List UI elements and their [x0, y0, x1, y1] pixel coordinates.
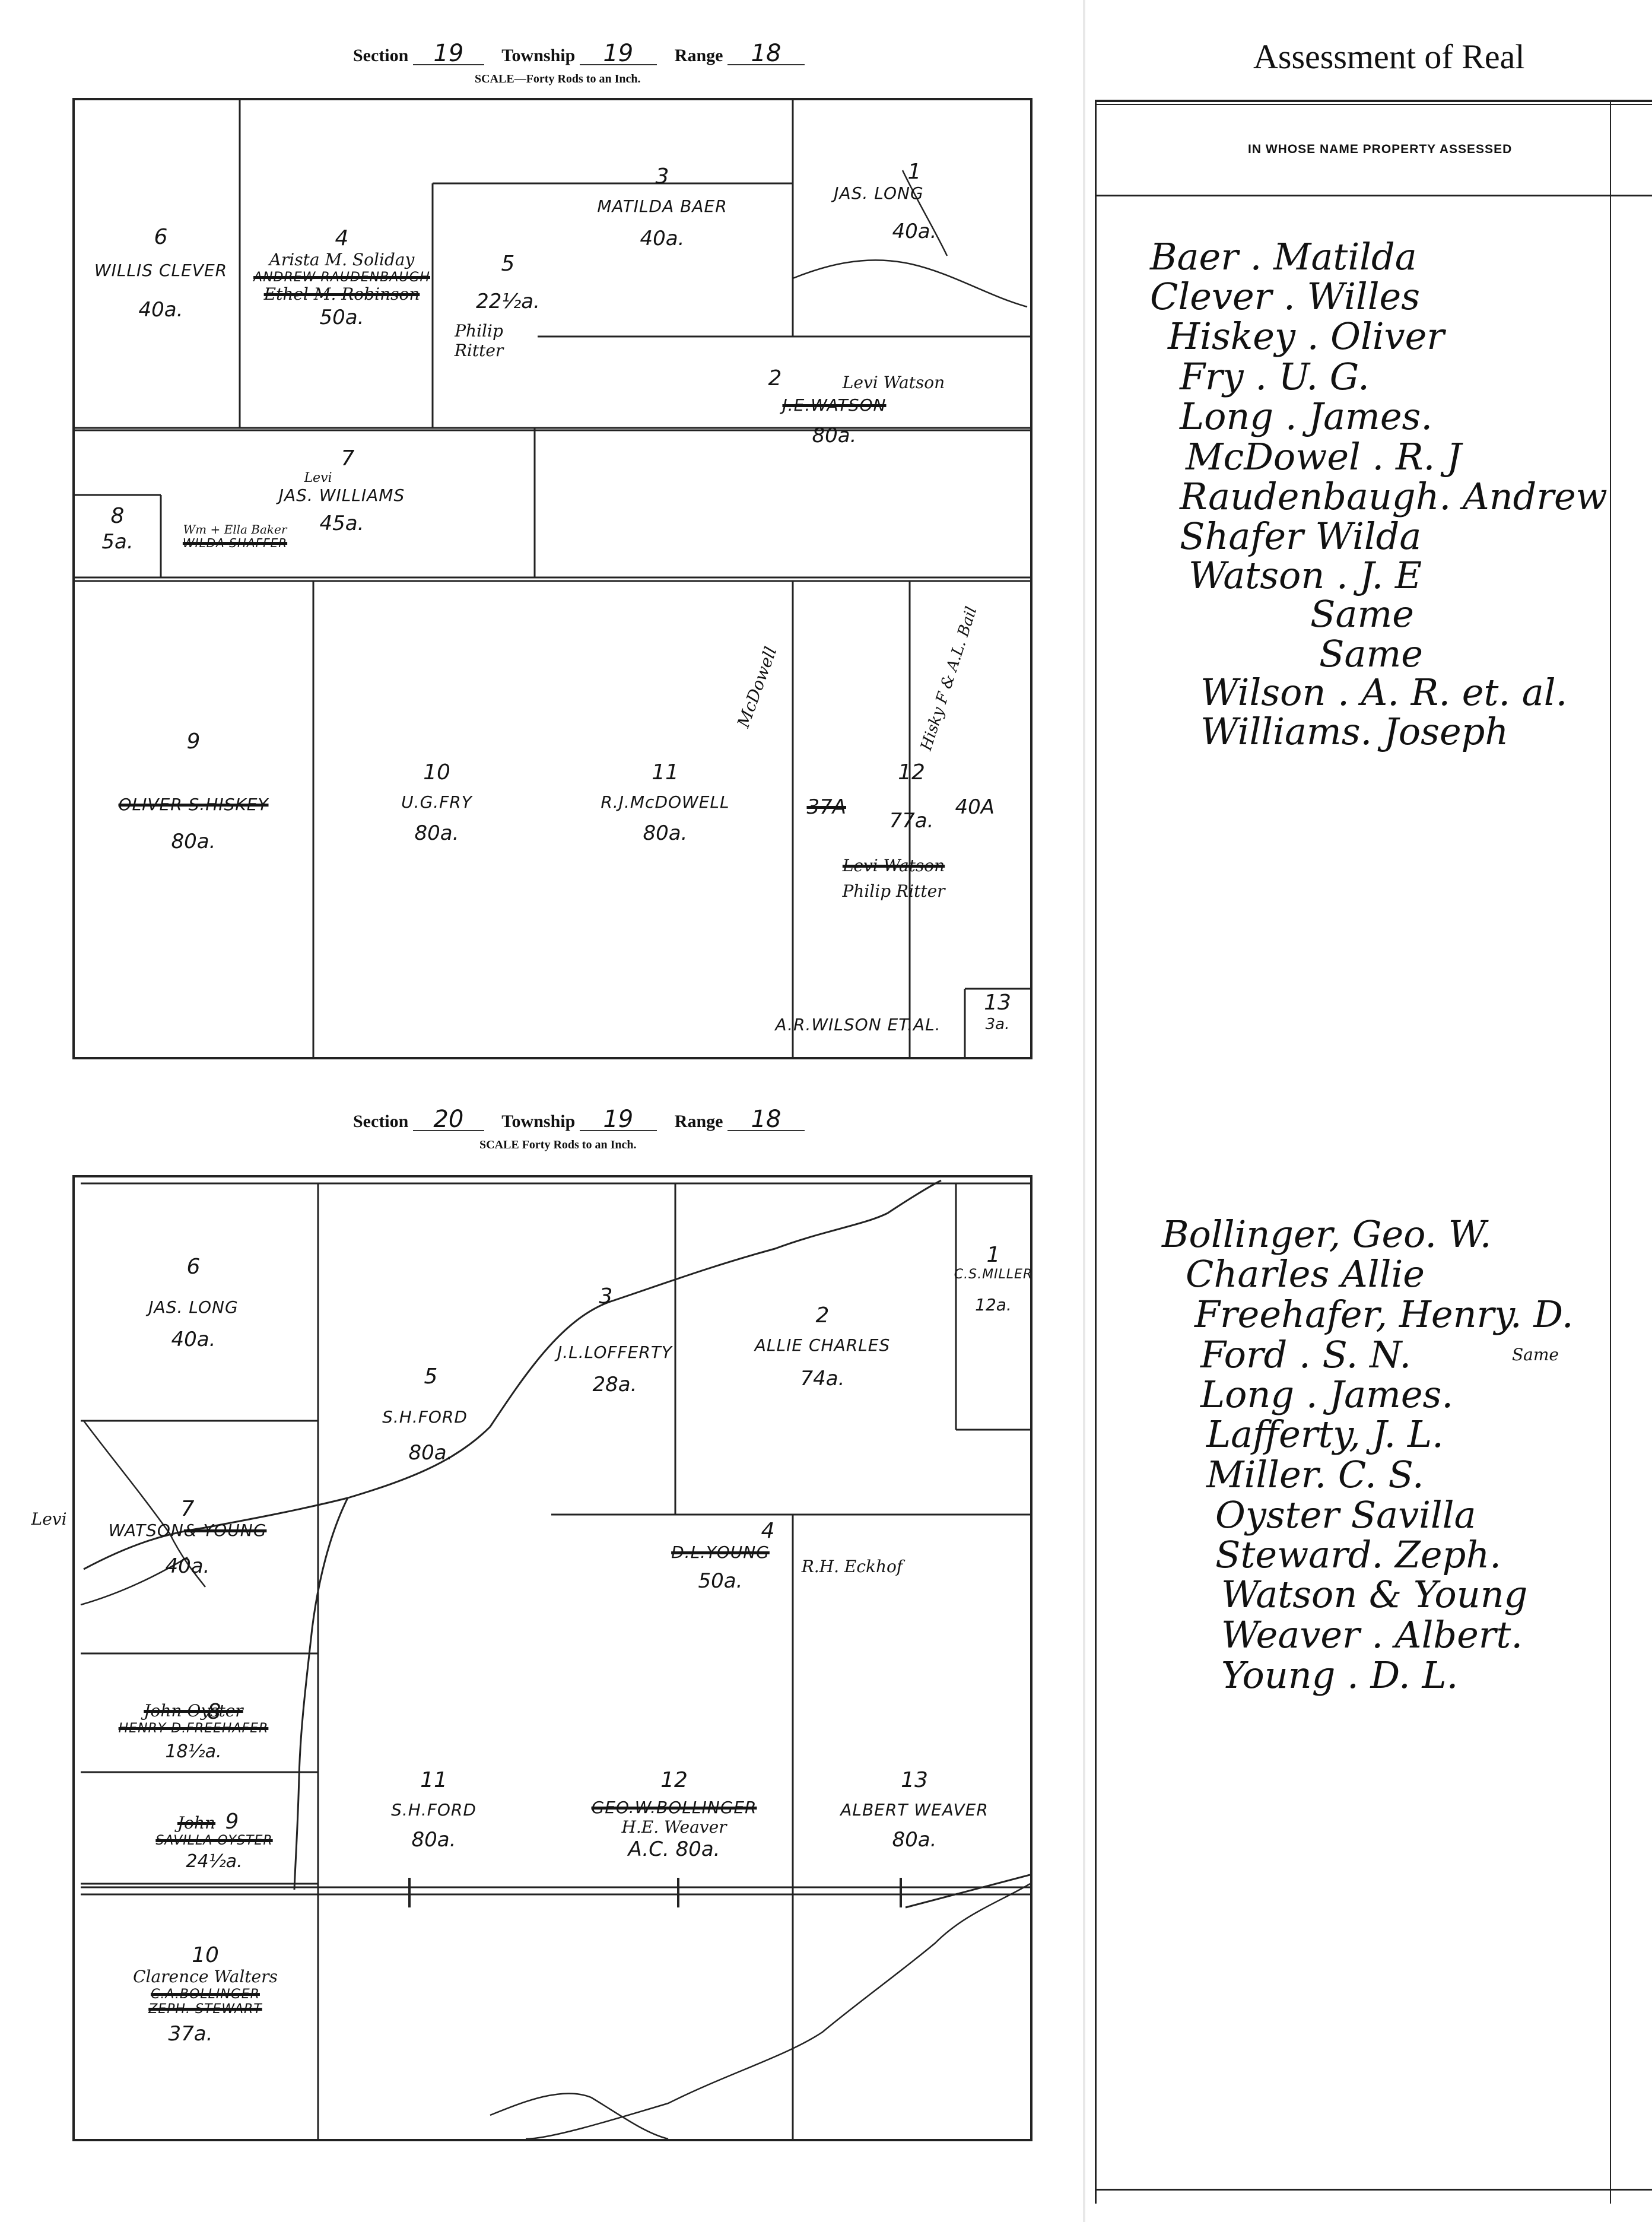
section-label: Section [353, 1112, 409, 1131]
plot-11: 11 S.H.FORD 80a. [391, 1768, 476, 1852]
section-20-plat-map: 1 C.S.MILLER 12a. 2 ALLIE CHARLES 74a. 3… [31, 1175, 1033, 2141]
top-map-header: Section 19 Township 19 Range 18 [353, 42, 805, 66]
section-20-boundaries [80, 1179, 1030, 2139]
plot-7: 7 Levi JAS. WILLIAMS 45a. [278, 446, 405, 535]
ledger-name: Wilson . A. R. et. al. [1200, 671, 1568, 714]
plot-13: 13 ALBERT WEAVER 80a. [840, 1768, 989, 1852]
ledger-title: Assessment of Real [1253, 37, 1525, 76]
ledger-name: Steward. Zeph. [1215, 1533, 1501, 1576]
range-number: 18 [727, 1107, 805, 1131]
ledger-name: Baer . Matilda [1150, 235, 1417, 278]
plot-8-owners: Wm + Ella Baker WILDA SHAFFER [182, 522, 288, 550]
township-number: 19 [579, 1107, 657, 1131]
plot-12: 12 GEO.W.BOLLINGER H.E. Weaver A.C. 80a. [591, 1768, 757, 1861]
township-label: Township [501, 1112, 576, 1131]
ledger-name: Long . James. [1180, 395, 1433, 438]
range-number: 18 [727, 42, 805, 65]
plot-8: 8 5a. [101, 504, 134, 554]
section-number: 20 [412, 1107, 484, 1131]
ledger-name: Young . D. L. [1221, 1653, 1459, 1697]
plot-13: 13 3a. [984, 991, 1011, 1034]
plot-6: 6 WILLIS CLEVER 40a. [94, 225, 228, 322]
plot-3: 3 J.L.LOFFERTY 28a. [557, 1284, 672, 1396]
ledger-name: Long . James. [1200, 1373, 1454, 1416]
page-fold [1083, 0, 1085, 2222]
plot-7: 7 Levi WATSON& YOUNG 40a. [31, 1497, 267, 1578]
plot-6: 6 JAS. LONG 40a. [148, 1255, 239, 1351]
plot-10: 10 Clarence Walters C.A.BOLLINGER ZEPH. … [133, 1943, 278, 2046]
section-19-boundaries [75, 100, 1030, 1057]
plot-4-note: R.H. Eckhof [801, 1557, 903, 1576]
plot-2: 2 ALLIE CHARLES 74a. [754, 1303, 891, 1391]
ledger-side-note: Same [1512, 1345, 1559, 1364]
ledger-name: Watson & Young [1221, 1573, 1528, 1616]
plot-4: 4 D.L.YOUNG 50a. [671, 1519, 775, 1593]
top-map-scale: SCALE—Forty Rods to an Inch. [475, 72, 641, 85]
ledger-name: Raudenbaugh. Andrew [1180, 475, 1607, 518]
section-19-plat-map: 1 JAS. LONG 40a. Levi Watson 2 J.E.WATSO… [72, 98, 1032, 1059]
township-label: Township [501, 46, 576, 65]
plot-5: 5 S.H.FORD 80a. [382, 1364, 468, 1465]
ledger-name: Oyster Savilla [1215, 1493, 1476, 1537]
ledger-name: Charles Allie [1186, 1252, 1425, 1296]
ledger-name: Lafferty, J. L. [1206, 1412, 1444, 1456]
plot-5: 5 22½a. Philip Ritter [454, 252, 540, 360]
ledger-name: McDowel . R. J [1186, 435, 1462, 478]
plot-13-owner: A.R.WILSON ET.AL. [775, 1015, 941, 1034]
ledger-name: Watson . J. E [1189, 554, 1422, 597]
ledger-name: Fry . U. G. [1180, 355, 1370, 398]
ledger-name: Ford . S. N. [1200, 1333, 1412, 1376]
plot-12: 12 37A 77a. 40A Levi Watson Philip Ritte… [806, 760, 995, 901]
plot-2: Levi Watson 2 J.E.WATSON 80a. [768, 366, 945, 447]
ledger-name: Bollinger, Geo. W. [1162, 1212, 1492, 1256]
plot-10: 10 U.G.FRY 80a. [401, 760, 472, 845]
ledger-name: Shafer Wilda [1180, 515, 1422, 558]
plot-11: 11 R.J.McDOWELL 80a. [601, 760, 730, 845]
ledger-name: Clever . Willes [1150, 275, 1421, 318]
ledger-name: Miller. C. S. [1206, 1453, 1424, 1496]
plot-9: 9 OLIVER S.HISKEY 80a. [118, 729, 269, 853]
range-label: Range [674, 46, 723, 65]
ledger-name: Williams. Joseph [1200, 710, 1509, 753]
ledger-name: Same [1319, 632, 1423, 675]
plot-9: 9 John SAVILLA OYSTER 24½a. [155, 1810, 273, 1872]
bottom-map-scale: SCALE Forty Rods to an Inch. [479, 1138, 637, 1151]
township-number: 19 [579, 42, 657, 65]
plot-1: 1 JAS. LONG 40a. [834, 160, 937, 243]
ledger-name: Same [1310, 592, 1414, 636]
ledger-name: Weaver . Albert. [1221, 1613, 1523, 1656]
range-label: Range [674, 1112, 723, 1131]
plot-3: 3 MATILDA BAER 40a. [597, 164, 727, 250]
plot-8: 8 John Oyster HENRY D.FREEHAFER 18½a. [118, 1700, 269, 1762]
column-header-owner-name: IN WHOSE NAME PROPERTY ASSESSED [1248, 142, 1513, 156]
ledger-name: Freehafer, Henry. D. [1194, 1293, 1574, 1336]
ledger-name: Hiskey . Oliver [1168, 315, 1444, 358]
plot-4: 4 Arista M. Soliday ANDREW RAUDENBAUGH E… [253, 226, 430, 330]
bottom-map-header: Section 20 Township 19 Range 18 [353, 1107, 805, 1132]
plot-1: 1 C.S.MILLER 12a. [954, 1243, 1033, 1315]
section-label: Section [353, 46, 409, 65]
section-number: 19 [412, 42, 484, 65]
ledger-table: IN WHOSE NAME PROPERTY ASSESSED Baer . M… [1095, 100, 1652, 2204]
